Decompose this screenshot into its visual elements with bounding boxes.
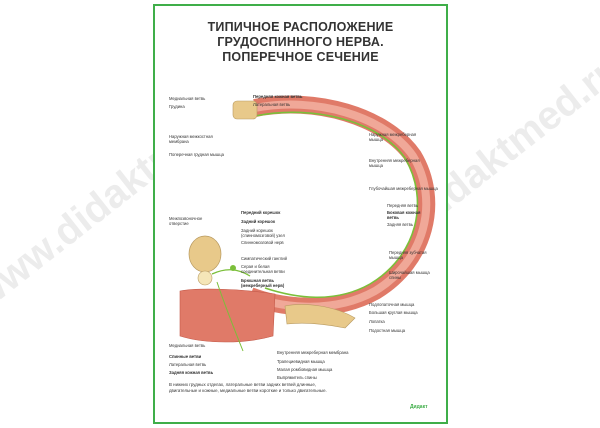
- back-muscles: [179, 288, 276, 343]
- publisher-logo: Дидакт: [410, 404, 428, 410]
- label-lateral-branch: Латеральная ветвь: [169, 362, 207, 367]
- anatomy-illustration: [179, 95, 436, 352]
- poster: ТИПИЧНОЕ РАСПОЛОЖЕНИЕ ГРУДОСПИННОГО НЕРВ…: [153, 4, 448, 424]
- label-posterior-cutaneous: Задняя кожная ветвь: [169, 370, 214, 375]
- label-posterior-root: Задний корешок: [241, 219, 276, 224]
- label-intervertebral-foramen: Межпозвоночное отверстие: [169, 216, 203, 226]
- sternum: [232, 100, 258, 120]
- intercostal-nerve: [254, 111, 419, 299]
- spinal-cord: [197, 270, 213, 286]
- sympathetic-ganglion: [230, 265, 236, 271]
- label-external-intercostal: Наружная межреберная мышца: [369, 132, 417, 142]
- title-line-1: ТИПИЧНОЕ РАСПОЛОЖЕНИЕ: [207, 20, 394, 34]
- label-rhomboid-minor: Малая ромбовидная мышца: [277, 367, 333, 372]
- label-transverse-thoracic: Поперечная грудная мышца: [169, 152, 224, 157]
- label-anterior-cutaneous: Передняя кожная ветвь: [253, 94, 303, 99]
- label-erector-spinae: Выпрямитель спины: [277, 375, 317, 380]
- dorsal-branch: [216, 281, 244, 352]
- label-innermost-intercostal: Глубочайшая межреберная мышца: [369, 186, 438, 191]
- label-external-membrane: Наружная межкостная мембрана: [169, 134, 213, 144]
- title-line-2: ГРУДОСПИННОГО НЕРВА.: [217, 35, 384, 49]
- label-anterior-branch: Передняя ветвь: [387, 203, 419, 208]
- label-internal-intercostal: Внутренняя межреберная мышца: [369, 158, 420, 168]
- vertebral-body: [188, 235, 222, 273]
- label-lateral-cutaneous: Боковая кожная ветвь: [387, 210, 421, 220]
- label-serratus-anterior: Передняя зубчатая мышца: [389, 250, 427, 260]
- label-anterior-root: Передний корешок: [241, 210, 281, 215]
- label-communicating-branches: Серая и белая соединительная ветви: [241, 264, 285, 274]
- label-medial-branch: Медиальная ветвь: [169, 343, 206, 348]
- label-trapezius: Трапециевидная мышца: [277, 359, 325, 364]
- label-spinal-nerve: Спинномозговой нерв: [241, 240, 284, 245]
- scapula: [284, 304, 356, 329]
- label-root-ganglion: Задний корешок (спинномозговой) узел: [241, 228, 285, 238]
- label-lateral-branch-top: Латеральная ветвь: [253, 102, 291, 107]
- label-infraspinatus: Подостная мышца: [369, 328, 406, 333]
- label-medial-branch-top: Медиальная ветвь: [169, 96, 206, 101]
- label-sympathetic-ganglion: Симпатический ганглий: [241, 256, 287, 261]
- poster-title: ТИПИЧНОЕ РАСПОЛОЖЕНИЕ ГРУДОСПИННОГО НЕРВ…: [155, 20, 446, 65]
- footnote: В нижних грудных отделах, латеральные ве…: [169, 382, 327, 393]
- label-posterior-branch: Задняя ветвь: [387, 222, 414, 227]
- label-internal-membrane: Внутренняя межреберная мембрана: [277, 350, 349, 355]
- label-dorsal-branches: Спинные ветви: [169, 354, 202, 359]
- label-sternum: Грудина: [169, 104, 185, 109]
- label-teres-major: Большая круглая мышца: [369, 310, 418, 315]
- label-subscapularis: Подлопаточная мышца: [369, 302, 415, 307]
- label-latissimus-dorsi: Широчайшая мышца спины: [389, 270, 430, 280]
- label-ventral-branch: Брюшная ветвь (межреберный нерв): [241, 278, 285, 288]
- title-line-3: ПОПЕРЕЧНОЕ СЕЧЕНИЕ: [222, 50, 379, 64]
- label-scapula: Лопатка: [369, 319, 385, 324]
